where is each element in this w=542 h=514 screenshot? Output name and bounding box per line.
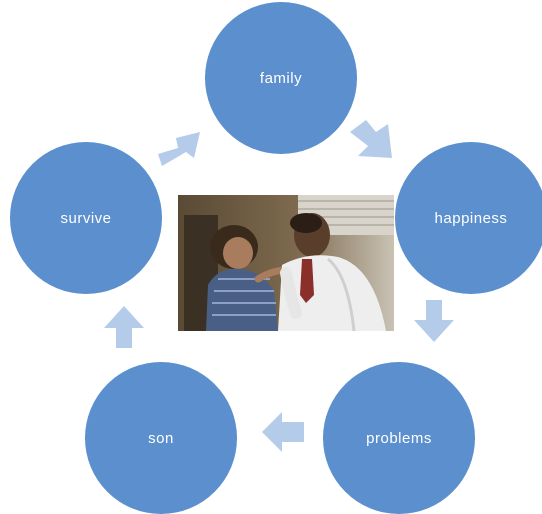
node-survive-label: survive	[60, 209, 112, 227]
arrow-family-to-happiness	[350, 120, 392, 158]
node-family: family	[205, 2, 357, 154]
node-happiness-label: happiness	[434, 209, 508, 227]
photo-image	[178, 195, 394, 331]
photo-caption	[178, 332, 394, 344]
arrow-happiness-to-problems	[414, 300, 454, 342]
arrow-survive-to-family	[158, 132, 200, 166]
node-problems: problems	[323, 362, 475, 514]
node-happiness: happiness	[395, 142, 542, 294]
node-problems-label: problems	[366, 429, 432, 447]
node-son: son	[85, 362, 237, 514]
center-photo	[178, 195, 394, 345]
node-son-label: son	[148, 429, 174, 447]
node-survive: survive	[10, 142, 162, 294]
arrow-son-to-survive	[104, 306, 144, 348]
arrow-problems-to-son	[262, 412, 304, 452]
node-family-label: family	[259, 69, 303, 87]
